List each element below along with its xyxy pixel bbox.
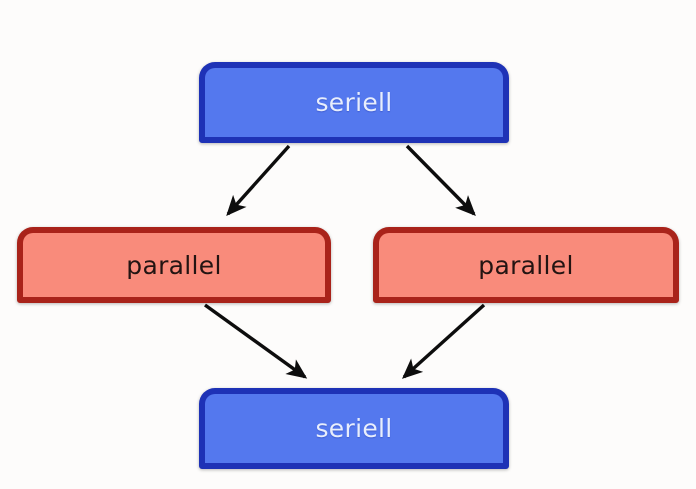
node-seriell-top[interactable]: seriell bbox=[199, 62, 509, 143]
edge-top-to-left bbox=[226, 144, 291, 217]
edge-top-to-right bbox=[405, 144, 476, 216]
node-label: parallel bbox=[478, 250, 574, 280]
edge-left-to-bottom bbox=[204, 303, 308, 379]
node-parallel-left[interactable]: parallel bbox=[17, 227, 331, 303]
node-label: seriell bbox=[315, 88, 393, 117]
node-parallel-right[interactable]: parallel bbox=[373, 227, 679, 303]
edge-right-to-bottom bbox=[401, 303, 486, 379]
node-label: parallel bbox=[126, 250, 222, 280]
node-seriell-bottom[interactable]: seriell bbox=[199, 388, 509, 469]
node-label: seriell bbox=[315, 414, 393, 443]
